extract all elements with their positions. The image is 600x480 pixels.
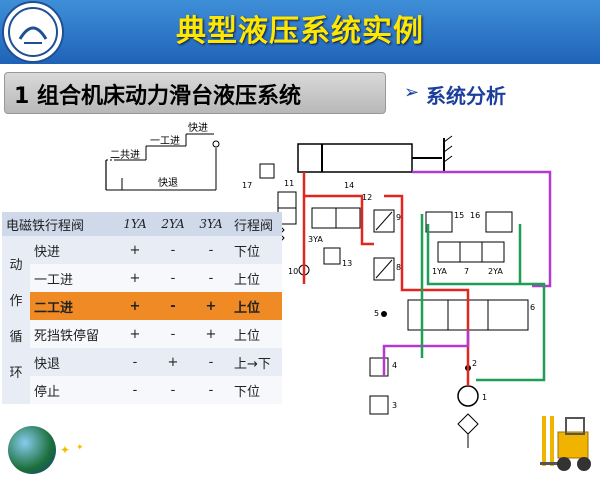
solenoid-action-table: 电磁铁行程阀 1YA 2YA 3YA 行程阀 动 作 循 环 快进 + - - … [2,212,282,404]
row-3ya: - [192,264,230,292]
row-name: 一工进 [30,264,116,292]
row-travel-valve: 上位 [230,292,282,320]
row-1ya: + [116,320,154,348]
row-3ya: - [192,376,230,404]
label-6: 6 [530,303,535,312]
analysis-heading: 系统分析 [426,84,506,108]
table-row-highlighted: 二工进 + - + 上位 [2,292,282,320]
row-2ya: - [154,376,192,404]
label-5: 5 [374,309,379,318]
bullet-arrow-icon: ➢ [404,82,420,103]
group-char: 动 [9,258,23,273]
header-solenoid-travel-valve: 电磁铁行程阀 [2,212,116,236]
row-travel-valve: 上→下 [230,348,282,376]
label-8: 8 [396,263,401,272]
section-bar [4,72,386,114]
label-7: 7 [464,267,469,276]
row-2ya: - [154,292,192,320]
action-cycle-label: 动 作 循 环 [2,236,30,404]
row-2ya: - [154,236,192,264]
forklift-icon [540,416,591,471]
cycle-label-fast-return: 快退 [158,177,178,189]
label-10: 10 [288,267,298,276]
svg-text:✦: ✦ [76,443,84,453]
label-12: 12 [362,193,372,202]
label-17: 17 [242,181,252,190]
label-2: 2 [472,359,477,368]
header-2ya: 2YA [154,212,192,236]
row-name: 二工进 [30,292,116,320]
section-title: 1 组合机床动力滑台液压系统 [14,84,301,109]
header-1ya: 1YA [116,212,154,236]
table-row: 停止 - - - 下位 [2,376,282,404]
row-travel-valve: 上位 [230,320,282,348]
cycle-label-fast-forward: 快进 [188,122,208,134]
globe-icon [8,426,56,474]
cycle-label-feed-2: 二共进 [110,149,140,161]
label-4: 4 [392,361,397,370]
row-1ya: - [116,376,154,404]
cycle-label-feed-1: 一工进 [150,135,180,147]
label-3YA: 3YA [308,235,323,244]
row-2ya: + [154,348,192,376]
table-row: 死挡铁停留 + - + 上位 [2,320,282,348]
row-name: 快退 [30,348,116,376]
label-1: 1 [482,393,487,402]
label-3: 3 [392,401,397,410]
row-name: 快进 [30,236,116,264]
row-1ya: + [116,264,154,292]
row-3ya: + [192,292,230,320]
row-3ya: - [192,348,230,376]
row-travel-valve: 下位 [230,376,282,404]
table-header-row: 电磁铁行程阀 1YA 2YA 3YA 行程阀 [2,212,282,236]
row-travel-valve: 下位 [230,236,282,264]
label-1YA: 1YA [432,267,447,276]
row-3ya: + [192,320,230,348]
svg-text:✦: ✦ [60,443,70,457]
header-3ya: 3YA [192,212,230,236]
group-char: 循 [9,330,23,345]
label-14: 14 [344,181,354,190]
table-row: 动 作 循 环 快进 + - - 下位 [2,236,282,404]
page-title: 典型液压系统实例 [176,14,424,49]
row-1ya: - [116,348,154,376]
group-char: 作 [9,294,23,309]
label-15: 15 [454,211,464,220]
group-char: 环 [9,366,23,381]
header-banner [0,0,600,64]
label-13: 13 [342,259,352,268]
work-cycle-diagram: 快进 一工进 二共进 快退 [105,122,220,191]
row-2ya: - [154,264,192,292]
table-row: 快退 - + - 上→下 [2,348,282,376]
label-16: 16 [470,211,480,220]
row-3ya: - [192,236,230,264]
stars-decoration-icon: ✦ ✦ [60,443,84,457]
row-name: 停止 [30,376,116,404]
label-9: 9 [396,213,401,222]
row-name: 死挡铁停留 [30,320,116,348]
header-travel-valve: 行程阀 [230,212,282,236]
hydraulic-circuit-diagram: 14 11 17 12 3YA 9 8 10 13 5 15 16 1YA 7 … [242,135,552,448]
row-travel-valve: 上位 [230,264,282,292]
table-row: 一工进 + - - 上位 [2,264,282,292]
university-logo [2,1,64,63]
row-1ya: + [116,236,154,264]
row-2ya: - [154,320,192,348]
row-1ya: + [116,292,154,320]
label-2YA: 2YA [488,267,503,276]
label-11: 11 [284,179,294,188]
